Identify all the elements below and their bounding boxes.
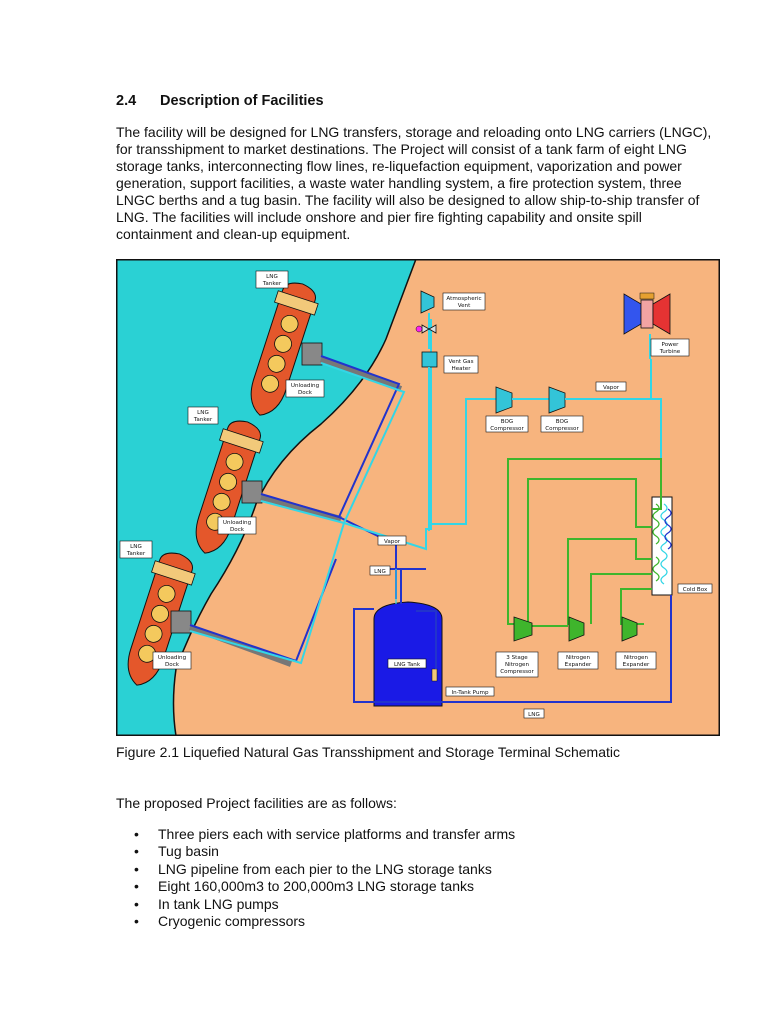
label-tanker-1a: LNG bbox=[266, 274, 278, 280]
figure-labels: LNG Tanker LNG Tanker LNG Tanker Unloadi… bbox=[119, 270, 713, 719]
lng-tanker-1 bbox=[250, 282, 319, 416]
label-tanker-1b: Tanker bbox=[262, 281, 282, 287]
label-vapor-mid: Vapor bbox=[384, 539, 401, 545]
label-tanker-2a: LNG bbox=[197, 410, 209, 416]
lng-terminal-schematic: LNG Tanker LNG Tanker LNG Tanker Unloadi… bbox=[116, 259, 720, 736]
label-tanker-3a: LNG bbox=[130, 544, 142, 550]
lng-tank bbox=[373, 601, 443, 707]
facilities-list: Three piers each with service platforms … bbox=[116, 826, 515, 931]
label-tanker-2b: Tanker bbox=[193, 417, 213, 423]
list-item: Three piers each with service platforms … bbox=[116, 826, 515, 844]
label-dock-2a: Unloading bbox=[223, 520, 252, 526]
label-expander-1b: Expander bbox=[565, 662, 592, 668]
list-item: In tank LNG pumps bbox=[116, 896, 515, 914]
label-expander-2b: Expander bbox=[623, 662, 650, 668]
label-heater-a: Vent Gas bbox=[448, 359, 473, 365]
label-expander-1a: Nitrogen bbox=[566, 655, 591, 661]
label-turbine-a: Power bbox=[662, 342, 680, 348]
figure-caption: Figure 2.1 Liquefied Natural Gas Transsh… bbox=[116, 744, 621, 760]
label-stage-b: Nitrogen bbox=[505, 662, 530, 668]
label-dock-1a: Unloading bbox=[291, 383, 320, 389]
label-bog-1a: BOG bbox=[501, 419, 513, 425]
section-title: Description of Facilities bbox=[160, 93, 324, 109]
label-vapor-top: Vapor bbox=[603, 385, 620, 391]
label-dock-3a: Unloading bbox=[158, 655, 187, 661]
list-intro: The proposed Project facilities are as f… bbox=[116, 795, 397, 811]
power-turbine bbox=[623, 292, 671, 335]
label-cold-box: Cold Box bbox=[683, 587, 708, 593]
intro-paragraph: The facility will be designed for LNG tr… bbox=[116, 124, 712, 242]
label-vent-a: Atmospheric bbox=[446, 296, 481, 302]
label-heater-b: Heater bbox=[451, 366, 471, 372]
label-vent-b: Vent bbox=[458, 303, 471, 309]
section-heading: 2.4 Description of Facilities bbox=[116, 93, 324, 109]
label-dock-3b: Dock bbox=[165, 662, 180, 668]
list-item: Eight 160,000m3 to 200,000m3 LNG storage… bbox=[116, 878, 515, 896]
vent-valve bbox=[415, 324, 437, 334]
n2-3-stage-compressor bbox=[513, 616, 533, 642]
label-bog-2b: Compressor bbox=[545, 426, 579, 432]
label-expander-2a: Nitrogen bbox=[624, 655, 649, 661]
n2-expander-1 bbox=[568, 616, 585, 642]
label-dock-1b: Dock bbox=[298, 390, 313, 396]
label-tanker-3b: Tanker bbox=[126, 551, 146, 557]
list-item: LNG pipeline from each pier to the LNG s… bbox=[116, 861, 515, 879]
bog-compressor-1 bbox=[495, 386, 513, 414]
label-lng-upper: LNG bbox=[374, 569, 386, 575]
n2-expander-2 bbox=[621, 616, 638, 642]
vent-gas-heater bbox=[421, 351, 438, 368]
label-pump: In-Tank Pump bbox=[452, 690, 489, 696]
lng-tanker-3 bbox=[127, 552, 196, 686]
label-lng-tank: LNG Tank bbox=[394, 662, 421, 668]
list-item: Cryogenic compressors bbox=[116, 913, 515, 931]
label-turbine-b: Turbine bbox=[659, 349, 681, 355]
label-dock-2b: Dock bbox=[230, 527, 245, 533]
bog-compressor-2 bbox=[548, 386, 566, 414]
section-number: 2.4 bbox=[116, 93, 137, 109]
label-stage-a: 3 Stage bbox=[506, 655, 528, 661]
list-item: Tug basin bbox=[116, 843, 515, 861]
atmospheric-vent bbox=[420, 290, 435, 314]
label-stage-c: Compressor bbox=[500, 669, 534, 675]
label-bog-2a: BOG bbox=[556, 419, 568, 425]
unloading-dock-1 bbox=[301, 342, 403, 392]
label-lng-bottom: LNG bbox=[528, 712, 540, 718]
label-bog-1b: Compressor bbox=[490, 426, 524, 432]
unloading-dock-2 bbox=[241, 480, 342, 522]
